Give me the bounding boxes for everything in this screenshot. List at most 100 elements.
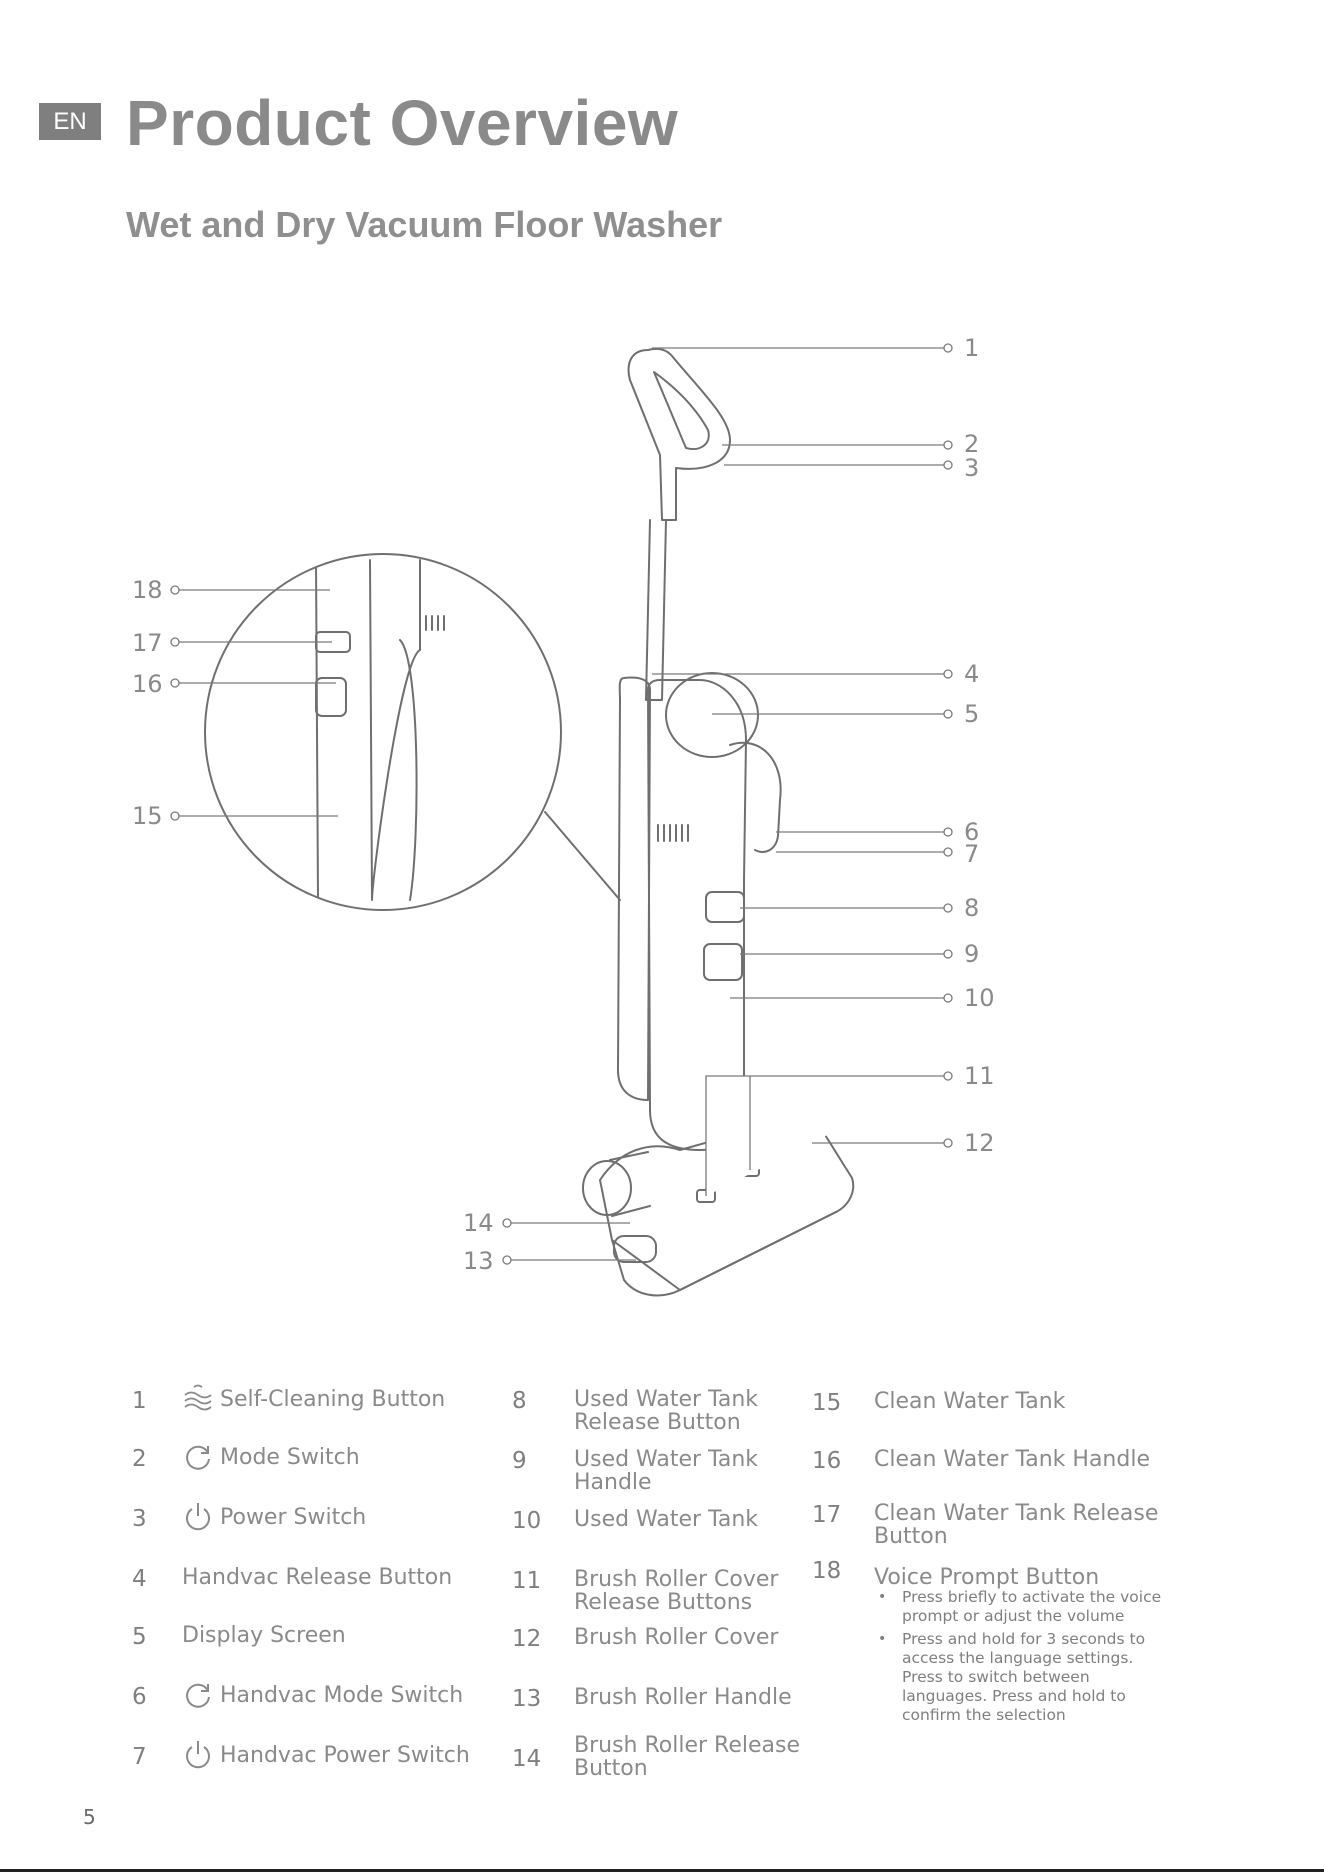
product-diagram: 1 2 3 4 5 6 7 8 9 10 11 12 13 14 15 16 1… [0, 320, 1324, 1320]
legend-label-line: Handle [574, 1471, 652, 1494]
legend-label-text: Self-Cleaning Button [220, 1388, 445, 1411]
legend-item-8: 8 Used Water Tank Release Button [512, 1388, 758, 1434]
vent [658, 825, 688, 841]
legend-label-line: Button [874, 1525, 948, 1548]
legend-item-1: 1 Self-Cleaning Button [132, 1388, 445, 1415]
legend-item-6: 6 Handvac Mode Switch [132, 1684, 463, 1711]
legend-num: 12 [512, 1626, 574, 1652]
callout-11: 11 [964, 1062, 995, 1090]
legend-num: 1 [132, 1388, 182, 1414]
page-title: Product Overview [126, 86, 678, 160]
tank-release [706, 892, 744, 922]
legend-item-11: 11 Brush Roller Cover Release Buttons [512, 1568, 778, 1614]
callout-7: 7 [964, 840, 979, 868]
legend-item-10: 10 Used Water Tank [512, 1508, 758, 1534]
legend-item-18: 18 Voice Prompt Button [812, 1558, 1099, 1589]
legend-label-text: Brush Roller Cover [574, 1626, 778, 1649]
body-back [618, 678, 650, 1101]
legend-num: 16 [812, 1448, 874, 1474]
page-subtitle: Wet and Dry Vacuum Floor Washer [126, 204, 722, 246]
voice-prompt-note: Press briefly to activate the voice prom… [876, 1588, 1176, 1626]
legend-item-16: 16 Clean Water Tank Handle [812, 1448, 1150, 1474]
legend-item-3: 3 Power Switch [132, 1506, 366, 1533]
callout-3: 3 [964, 454, 979, 482]
zoom-body [316, 560, 420, 900]
zoom-circle [205, 554, 561, 910]
legend-label-text: Power Switch [220, 1506, 366, 1529]
callout-14: 14 [463, 1209, 494, 1237]
legend-item-2: 2 Mode Switch [132, 1446, 360, 1473]
legend-num: 17 [812, 1502, 874, 1528]
legend-label-line: Clean Water Tank Release [874, 1502, 1158, 1525]
callout-12: 12 [964, 1129, 995, 1157]
handle-grip-inner [654, 372, 709, 449]
floor-head-front [612, 1212, 836, 1290]
legend-label-line: Brush Roller Cover [574, 1568, 778, 1591]
legend-label-line: Used Water Tank [574, 1448, 758, 1471]
voice-prompt-notes: Press briefly to activate the voice prom… [876, 1588, 1176, 1729]
legend-label-line: Release Button [574, 1411, 741, 1434]
legend-num: 8 [512, 1388, 574, 1414]
legend-num: 11 [512, 1568, 574, 1594]
legend-num: 15 [812, 1390, 874, 1416]
callout-18: 18 [132, 576, 163, 604]
page-number: 5 [83, 1805, 96, 1829]
legend-label-text: Brush Roller Handle [574, 1686, 792, 1709]
legend-item-13: 13 Brush Roller Handle [512, 1686, 792, 1712]
callout-10: 10 [964, 984, 995, 1012]
legend-item-9: 9 Used Water Tank Handle [512, 1448, 758, 1494]
legend-label-text: Voice Prompt Button [874, 1566, 1099, 1589]
mode-icon [182, 1441, 214, 1473]
legend-label-text: Handvac Power Switch [220, 1744, 470, 1767]
legend-item-4: 4 Handvac Release Button [132, 1566, 452, 1592]
legend-label-line: Release Buttons [574, 1591, 752, 1614]
legend-num: 5 [132, 1624, 182, 1650]
display-screen [666, 673, 758, 757]
legend-item-7: 7 Handvac Power Switch [132, 1744, 470, 1771]
legend-label-text: Handvac Release Button [182, 1566, 452, 1589]
legend-num: 18 [812, 1558, 874, 1584]
power-icon [182, 1739, 214, 1771]
shaft [646, 520, 666, 700]
legend-label-text: Handvac Mode Switch [220, 1684, 463, 1707]
legend-num: 6 [132, 1684, 182, 1710]
legend-label-text: Clean Water Tank [874, 1390, 1065, 1413]
legend-item-15: 15 Clean Water Tank [812, 1390, 1065, 1416]
legend-label-line: Button [574, 1757, 648, 1780]
callout-17: 17 [132, 629, 163, 657]
power-icon [182, 1501, 214, 1533]
tank-handle [704, 944, 742, 980]
callout-4: 4 [964, 660, 979, 688]
legend-item-12: 12 Brush Roller Cover [512, 1626, 778, 1652]
legend-item-14: 14 Brush Roller Release Button [512, 1734, 800, 1780]
brush-roller [583, 1161, 631, 1215]
legend-num: 10 [512, 1508, 574, 1534]
legend-num: 4 [132, 1566, 182, 1592]
legend-num: 9 [512, 1448, 574, 1474]
callout-13: 13 [463, 1247, 494, 1275]
self-cleaning-icon [182, 1383, 214, 1415]
language-badge: EN [39, 103, 101, 140]
callout-1: 1 [964, 334, 979, 362]
voice-prompt-note: Press and hold for 3 seconds to access t… [876, 1630, 1176, 1725]
legend-label-text: Display Screen [182, 1624, 346, 1647]
legend-label-text: Used Water Tank [574, 1508, 758, 1531]
legend-label-text: Mode Switch [220, 1446, 360, 1469]
legend-label-line: Used Water Tank [574, 1388, 758, 1411]
callout-5: 5 [964, 700, 979, 728]
legend-num: 7 [132, 1744, 182, 1770]
legend-label-text: Clean Water Tank Handle [874, 1448, 1150, 1471]
mode-icon [182, 1679, 214, 1711]
legend-num: 14 [512, 1746, 574, 1772]
callout-9: 9 [964, 940, 979, 968]
callout-16: 16 [132, 670, 163, 698]
carry-handle [730, 743, 781, 852]
legend-num: 3 [132, 1506, 182, 1532]
legend-item-17: 17 Clean Water Tank Release Button [812, 1502, 1158, 1548]
legend-item-5: 5 Display Screen [132, 1624, 346, 1650]
legend-num: 2 [132, 1446, 182, 1472]
callout-15: 15 [132, 802, 163, 830]
callout-8: 8 [964, 894, 979, 922]
legend-num: 13 [512, 1686, 574, 1712]
legend-label-line: Brush Roller Release [574, 1734, 800, 1757]
